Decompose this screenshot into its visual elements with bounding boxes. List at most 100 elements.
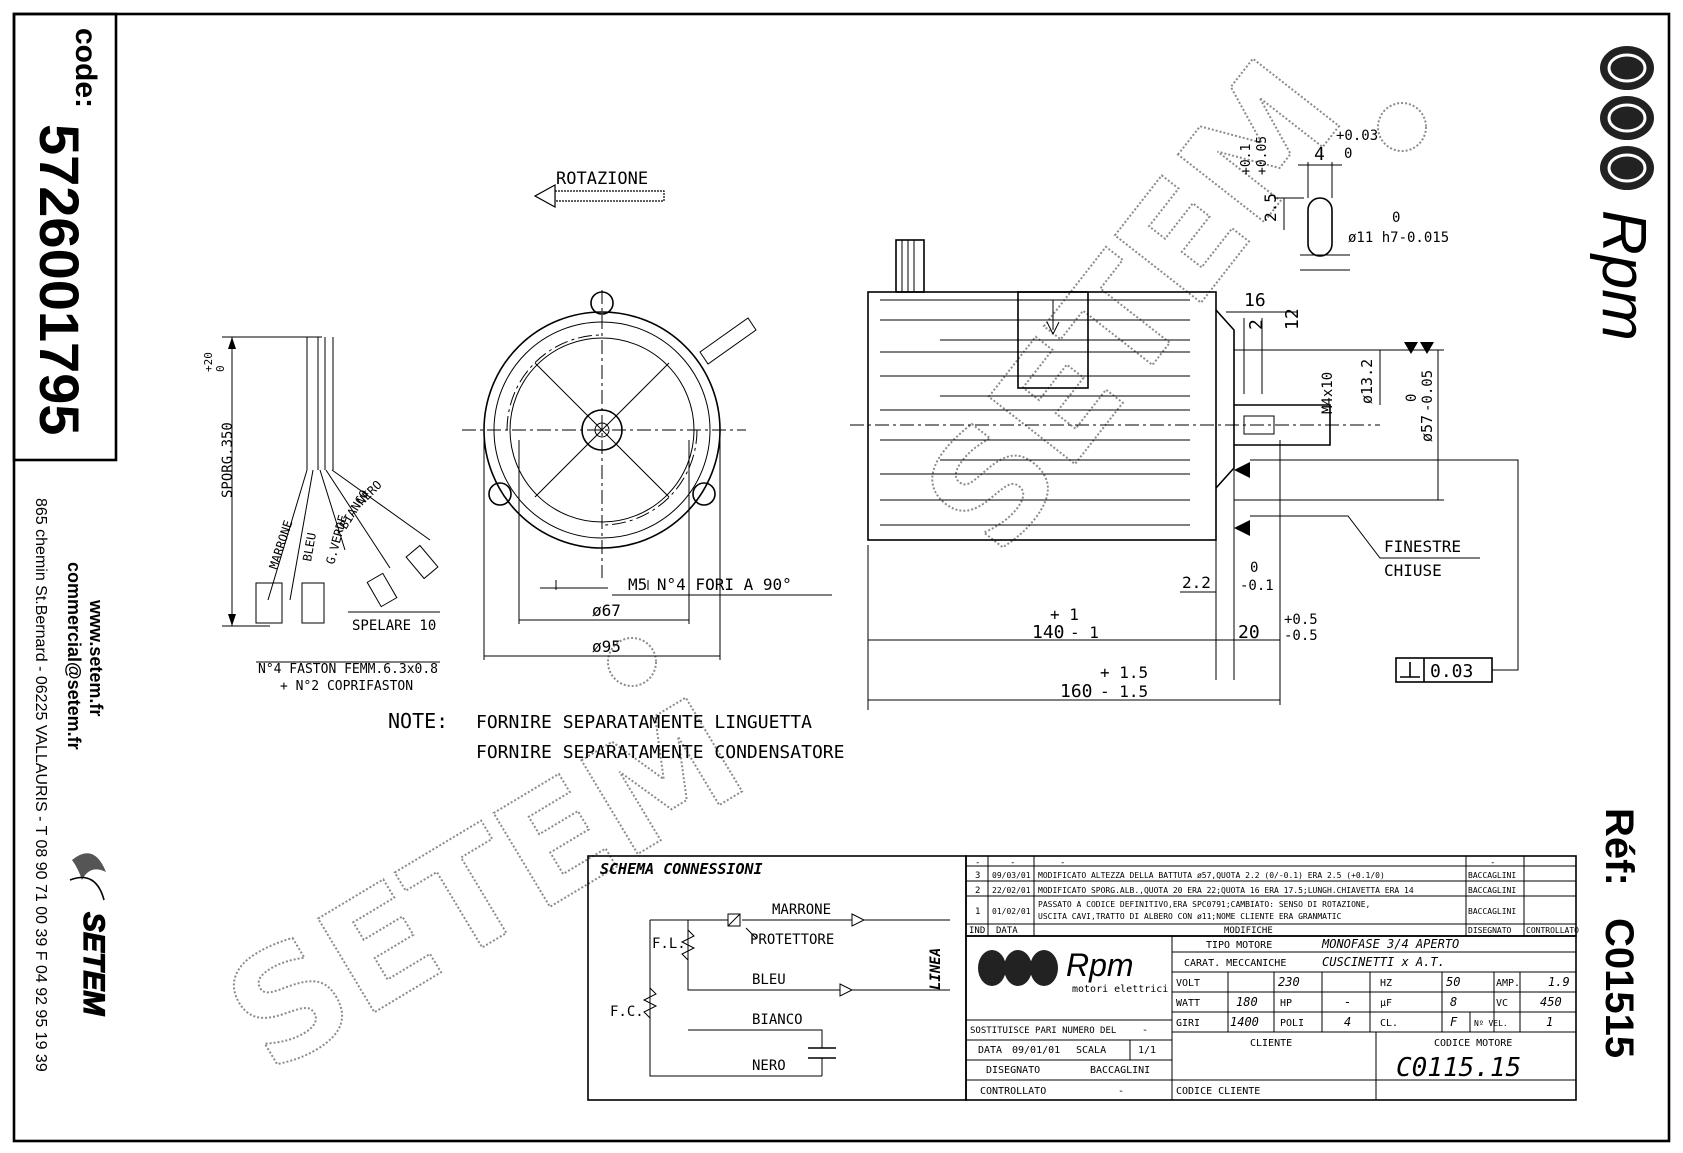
left-sidebar: code: 5726001795 www.setem.fr commercial… [12,12,118,1072]
tb-giri-label: GIRI [1176,1018,1200,1029]
tb-scala-label: SCALA [1076,1045,1106,1056]
thermal-protector-icon [727,913,741,927]
tb-hp-label: HP [1280,998,1292,1009]
dim-140: 140 [1032,622,1065,643]
key-2-5-plus: +0.1 [1239,144,1254,175]
rev-2-text: MODIFICATO SPORG.ALB.,QUOTA 20 ERA 22;QU… [1038,886,1414,895]
dim-57: ø57 [1418,415,1436,442]
tb-nvel-val: 1 [1546,1015,1553,1029]
rev-1-by: BACCAGLINI [1468,907,1516,916]
rev-1-date: 01/02/01 [992,907,1031,916]
tb-poli-val: 4 [1344,1015,1351,1029]
tb-cl-label: CL. [1380,1018,1398,1029]
fl-winding-icon [680,929,696,961]
dim-140-minus: - 1 [1070,623,1099,642]
setem-company-logo: SETEM [77,912,110,1016]
tb-carat-val: CUSCINETTI x A.T. [1322,955,1445,969]
strip-label: SPELARE 10 [352,618,436,634]
surface-finish-icon [1404,342,1434,354]
notes: NOTE: FORNIRE SEPARATAMENTE LINGUETTA FO… [388,709,844,763]
website-text: www.setem.fr [86,599,106,716]
cable-exit [895,239,925,293]
rotation-label: ROTAZIONE [556,169,648,189]
tb-nvel-label: Nº VEL. [1474,1019,1508,1028]
tb-giri-val: 1400 [1230,1015,1259,1029]
code-value: 5726001795 [28,124,91,435]
key-4-plus: +0.03 [1336,128,1378,144]
faston-connector-4 [405,544,439,580]
key-2-5: 2.5 [1261,193,1280,222]
rev-col-date: DATA [996,926,1018,936]
tb-scala-val: 1/1 [1138,1045,1156,1056]
code-label: code: [69,28,102,108]
titleblock-logo-sub: motori elettrici [1072,984,1168,995]
watermark-text-main: SETEM [891,30,1376,582]
tb-disegnato-label: DISEGNATO [986,1065,1040,1076]
watermark-copyright-icon-2 [607,637,657,687]
rev-header-date: - [1010,858,1015,868]
cable-tol-plus: +20 [202,352,215,372]
revisions-table: - - - - 3 09/03/01 MODIFICATO ALTEZZA DE… [965,855,1579,937]
rev-header-mod: - [1060,858,1065,868]
faston-connector-3 [366,572,398,608]
email-text: commercial@setem.fr [64,562,84,750]
dim-2: 2 [1246,319,1267,330]
tb-tipo-label: TIPO MOTORE [1206,940,1272,951]
schema-protettore: PROTETTORE [750,932,834,948]
faston-label: N°4 FASTON FEMM.6.3x0.8 [258,662,438,677]
ref-label: Réf: [1597,808,1641,886]
titleblock-logo: Rpm [1066,947,1134,983]
tb-hp-val: - [1344,995,1351,1009]
tb-tipo-val: MONOFASE 3/4 APERTO [1321,937,1459,951]
tb-data-val: 09/01/01 [1012,1045,1060,1056]
tb-poli-label: POLI [1280,1018,1304,1029]
rev-2-ind: 2 [975,886,980,896]
motor-front-view: M5 N°4 FORI A 90° ø67 ø95 [462,290,832,660]
tb-codice-motore-val: C0115.15 [1396,1053,1521,1083]
dim-13-2: ø13.2 [1358,359,1376,404]
dim-160-minus: - 1.5 [1100,682,1148,701]
address-text: 865 chemin St.Bernard - 06225 VALLAURIS … [32,498,49,1072]
holes-label: M5 N°4 FORI A 90° [628,575,792,594]
schema-marrone: MARRONE [772,902,831,918]
tb-volt-label: VOLT [1176,978,1200,989]
fc-winding-icon [642,987,658,1019]
dim-2-2-tol0: 0 [1250,560,1258,576]
rev-header-by: - [1490,858,1495,868]
schema-bleu: BLEU [752,972,786,988]
rev-1-text2: USCITA CAVI,TRATTO DI ALBERO CON ø11;NOM… [1038,912,1342,921]
tb-hz-val: 50 [1446,975,1460,989]
tb-watt-label: WATT [1176,998,1200,1009]
note-label: NOTE: [388,709,448,733]
note-2: FORNIRE SEPARATAMENTE CONDENSATORE [476,742,844,763]
key-4-zero: 0 [1344,146,1352,162]
tb-codice-cliente-label: CODICE CLIENTE [1176,1086,1260,1097]
key-detail: 4 +0.03 0 2.5 +0.1 +0.05 0 ø11 h7-0.015 [1239,128,1449,271]
windows-label-1: FINESTRE [1384,537,1461,556]
cable-gland [699,317,757,365]
cable-detail: SPORG.350 +20 0 MARRONE BLEU G.VERDE BIA… [202,336,440,694]
dim-67: ø67 [592,601,621,620]
watermark-copyright-icon [1377,102,1427,152]
dim-160: 160 [1060,681,1093,702]
faston-cover-label: + N°2 COPRIFASTON [280,679,413,694]
motor-side-view: 16 2 12 M4x10 ø13.2 0 -0.05 ø57 FINESTRE… [850,239,1519,710]
tb-volt-val: 230 [1278,975,1300,989]
sheet-border [12,12,1671,1143]
rpm-rings-logo-icon [1600,46,1654,190]
tb-watt-val: 180 [1236,995,1258,1009]
tb-vc-label: VC [1496,998,1508,1009]
dim-57-tol: -0.05 [1420,370,1436,412]
tb-controllato-val: - [1118,1086,1124,1097]
schema-nero: NERO [752,1058,786,1074]
faston-connector-2 [301,582,325,624]
dim-95: ø95 [592,637,621,656]
dim-160-plus: + 1.5 [1100,663,1148,682]
dim-12: 12 [1282,308,1303,330]
dim-140-plus: + 1 [1050,605,1079,624]
tb-cliente-label: CLIENTE [1250,1038,1292,1049]
rev-1-text: PASSATO A CODICE DEFINITIVO,ERA SPC0791;… [1038,900,1370,909]
schema-fl: F.L. [652,936,686,952]
dim-m4: M4x10 [1320,372,1336,414]
